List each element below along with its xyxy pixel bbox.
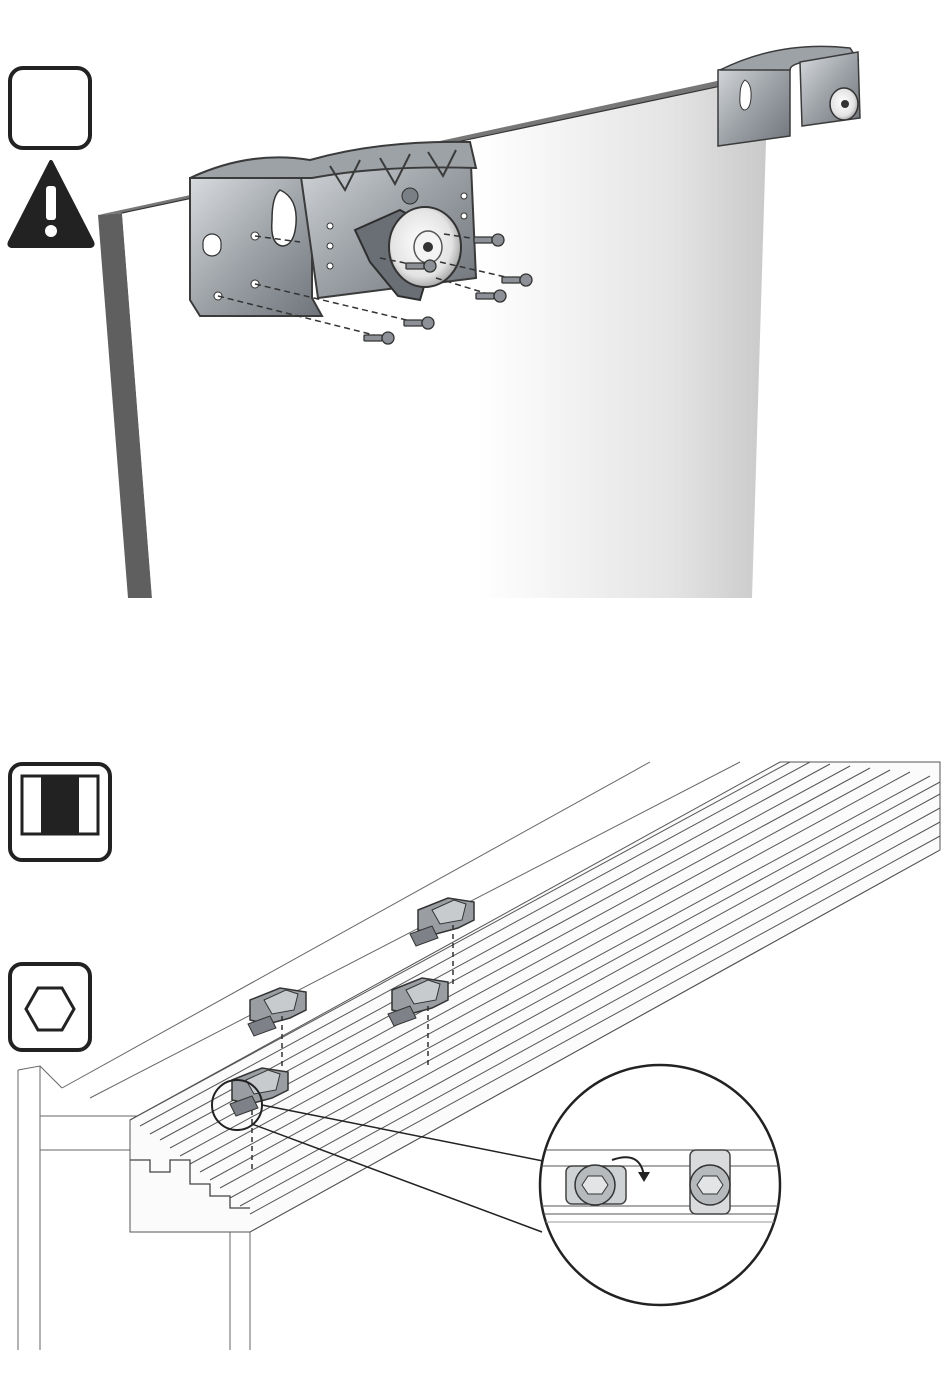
roller-bracket-right	[718, 46, 860, 146]
track-section-icon	[10, 764, 110, 860]
clip-locked	[690, 1150, 730, 1214]
hex-key-icon	[10, 964, 90, 1050]
clip-unlocked	[566, 1165, 626, 1205]
warning-icon	[9, 162, 92, 246]
blank-step-box	[10, 68, 90, 148]
top-track	[130, 762, 940, 1232]
